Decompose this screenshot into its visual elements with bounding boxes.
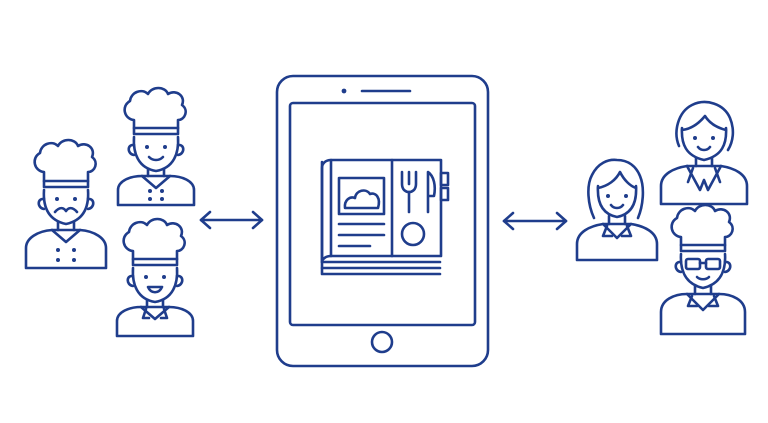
double-arrow-icon — [199, 210, 264, 230]
businesswoman-icon — [659, 100, 749, 206]
chef-icon — [115, 217, 195, 338]
chef-with-glasses-icon — [659, 203, 747, 336]
chef-with-mustache-icon — [24, 138, 108, 270]
tablet-icon — [275, 74, 490, 368]
recipe-book-icon — [320, 158, 450, 276]
woman-icon — [575, 158, 659, 262]
fork-knife-icon — [400, 170, 437, 247]
double-arrow-icon — [502, 211, 568, 231]
chef-icon — [116, 86, 196, 207]
